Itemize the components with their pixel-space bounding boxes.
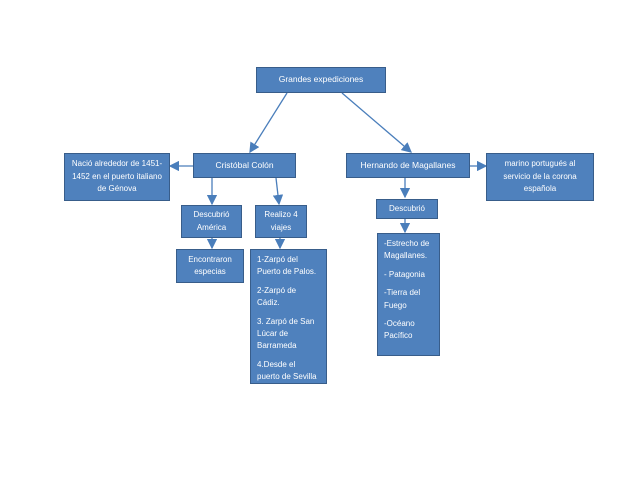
node-colon-voyage-details: 1-Zarpó del Puerto de Palos. 2-Zarpó de …	[250, 249, 327, 384]
magallanes-discovered-text: Descubrió	[388, 203, 425, 213]
discovery-item: - Patagonia	[384, 269, 425, 279]
voyage-detail-item: 2-Zarpó de Cádiz.	[257, 285, 297, 308]
node-magallanes-description: marino portugués al servicio de la coron…	[486, 153, 594, 201]
node-colon-birth: Nació alrededor de 1451-1452 en el puert…	[64, 153, 170, 201]
arrow-root-to-magallanes	[341, 92, 412, 153]
node-magallanes-discoveries: -Estrecho de Magallanes. - Patagonia -Ti…	[377, 233, 440, 356]
node-colon-discovered: Descubrió América	[181, 205, 242, 238]
magallanes-label: Hernando de Magallanes	[360, 159, 456, 170]
node-hernando-de-magallanes: Hernando de Magallanes	[346, 153, 470, 178]
node-colon-spices: Encontraron especias	[176, 249, 244, 283]
voyage-detail-item: 3. Zarpó de San Lúcar de Barrameda	[257, 316, 315, 351]
colon-label: Cristóbal Colón	[215, 159, 274, 170]
node-magallanes-discovered: Descubrió	[376, 199, 438, 219]
root-node-grandes-expediciones: Grandes expediciones	[256, 67, 386, 93]
voyage-detail-item: 1-Zarpó del Puerto de Palos.	[257, 255, 317, 277]
node-colon-voyages: Realizo 4 viajes	[255, 205, 307, 238]
colon-voyages-text: Realizo 4 viajes	[264, 210, 298, 232]
colon-birth-text: Nació alrededor de 1451-1452 en el puert…	[71, 159, 163, 194]
magallanes-description-text: marino portugués al servicio de la coron…	[503, 159, 577, 194]
arrow-colon-to-voyages	[272, 177, 284, 206]
node-cristobal-colon: Cristóbal Colón	[193, 153, 296, 178]
colon-spices-text: Encontraron especias	[188, 254, 232, 276]
root-label: Grandes expediciones	[278, 74, 364, 85]
discovery-item: -Tierra del Fuego	[384, 288, 421, 310]
colon-discovered-text: Descubrió América	[193, 210, 230, 232]
voyage-detail-item: 4.Desde el puerto de Sevilla	[257, 359, 317, 382]
discovery-item: -Estrecho de Magallanes.	[384, 239, 430, 261]
arrow-root-to-colon	[249, 92, 288, 154]
discovery-item: -Océano Pacífico	[384, 318, 415, 341]
